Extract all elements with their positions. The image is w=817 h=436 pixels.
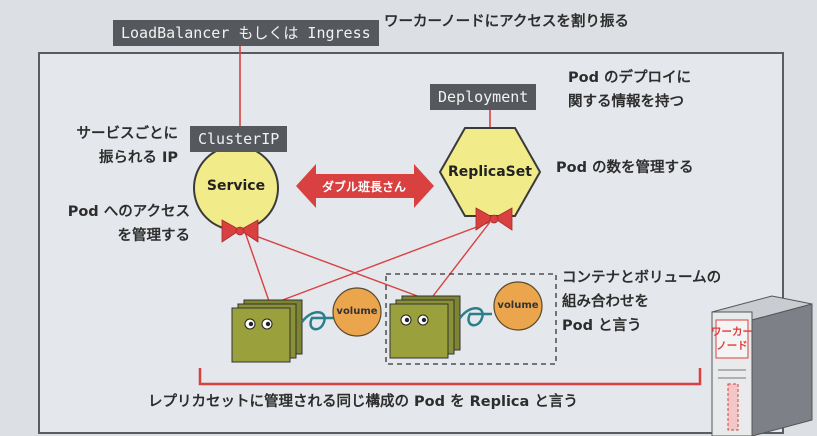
lb-note: ワーカーノードにアクセスを割り振る [384,14,629,30]
pod1-volume-link-icon [300,311,334,331]
pod-note-line1: コンテナとボリュームの [562,270,722,286]
pod-note-line2: 組み合わせを [562,294,649,310]
access-note-line2: を管理する [117,228,191,244]
rs-to-pod2-line [429,221,491,301]
cluster-frame [38,52,784,434]
clusterip-tag: ClusterIP [190,126,288,152]
pod-2-icon [389,295,461,359]
replicaset-label: ReplicaSet [448,164,532,180]
access-note-line1: Pod へのアクセス [67,204,190,220]
service-to-pod2-line [244,231,429,301]
pod-dashed-box [385,273,557,365]
volume-2-label: volume [497,300,539,311]
volume-1-label: volume [336,306,378,317]
service-ip-note-line2: 振られる IP [98,150,178,166]
replicaset-node [438,127,542,217]
replicaset-bow-icon [475,207,513,231]
pod2-volume-link-icon [458,307,492,327]
worker-node-label-line2: ノード [716,340,748,352]
worker-node-label-line1: ワーカー [711,326,753,338]
service-label: Service [206,178,266,194]
pod-note-line3: Pod と言う [562,318,642,334]
double-arrow-label: ダブル班長さん [322,180,407,194]
service-ip-note-line1: サービスごとに [76,126,179,142]
deployment-note-line2: 関する情報を持つ [568,94,684,110]
replica-note: レプリカセットに管理される同じ構成の Pod を Replica と言う [148,394,578,410]
volume-2-node [493,281,543,331]
replica-bracket [198,368,702,386]
rs-to-pod1-line [271,221,491,305]
service-bow-icon [221,219,259,243]
double-arrow [296,164,434,208]
deployment-tag: Deployment [430,84,537,110]
pod-1-icon [231,299,303,363]
worker-node-server-icon [711,295,813,436]
volume-1-node [332,287,382,337]
loadbalancer-tag: LoadBalancer もしくは Ingress [113,20,379,46]
deployment-note-line1: Pod のデプロイに [568,70,692,86]
replicaset-note: Pod の数を管理する [556,160,694,176]
service-to-pod1-line [244,231,271,305]
